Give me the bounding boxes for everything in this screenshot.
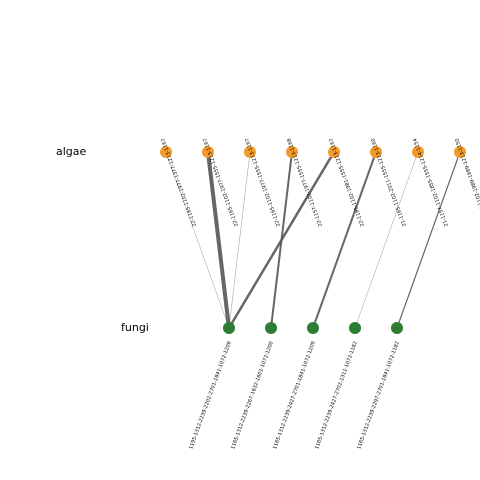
edge-t3-b1 [228, 151, 251, 329]
algae-node-label-3: 22-1165-1102-1977-1555-1213-1167 [244, 137, 282, 227]
algae-node-label-6: 21-1165-1102-2011-1555-1213-1160 [370, 137, 408, 227]
algae-node-6[interactable] [370, 146, 382, 158]
fungi-node-2[interactable] [265, 322, 277, 334]
algae-node-4[interactable] [286, 146, 298, 158]
algae-node-2[interactable] [202, 146, 214, 158]
fungi-node-label-5: 1165-1312-2239-2297-2701-1841-1072-1182 [356, 341, 401, 451]
algae-node-label-7: 21-1157-1102-1855-1555-1214-1154 [412, 137, 450, 227]
algae-node-8[interactable] [454, 146, 466, 158]
top-row-label: algae [56, 145, 87, 158]
bottom-row-label: fungi [121, 321, 149, 334]
edges-layer [165, 151, 461, 329]
algae-node-7[interactable] [412, 146, 424, 158]
fungi-node-1[interactable] [223, 322, 235, 334]
fungi-node-4[interactable] [349, 322, 361, 334]
edge-t6-b3 [312, 151, 377, 329]
algae-node-label-8: 22-1157-1102-1989-1689-1213-1150 [454, 137, 480, 227]
algae-node-label-5: 22-1165-1102-1981-1555-1213-1167 [328, 137, 366, 227]
algae-node-5[interactable] [328, 146, 340, 158]
algae-node-label-2: 22-1165-1102-1977-1555-1213-1167 [202, 137, 240, 227]
fungi-node-label-2: 1165-1312-2239-2267-1632-1601-1072-1200 [230, 341, 275, 451]
algae-node-label-4: 22-1157-1102-1977-1555-1213-1168 [286, 137, 324, 227]
edge-t4-b2 [270, 151, 293, 329]
nodes-layer [160, 146, 466, 334]
algae-node-1[interactable] [160, 146, 172, 158]
edge-t7-b4 [354, 151, 419, 329]
fungi-node-label-4: 1165-1312-2239-2427-2702-1311-1072-1182 [314, 341, 359, 451]
algae-node-label-1: 22-1165-1102-1977-1377-1213-1167 [160, 137, 198, 227]
edge-t8-b5 [396, 151, 461, 329]
fungi-node-label-3: 1165-1312-2239-2427-2701-1841-1072-1209 [272, 341, 317, 451]
fungi-node-5[interactable] [391, 322, 403, 334]
edge-t1-b1 [165, 151, 230, 329]
algae-node-3[interactable] [244, 146, 256, 158]
edge-t2-b1 [206, 151, 231, 329]
fungi-node-3[interactable] [307, 322, 319, 334]
fungi-node-label-1: 1195-1312-2239-2202-2701-1841-1072-1209 [188, 341, 233, 451]
